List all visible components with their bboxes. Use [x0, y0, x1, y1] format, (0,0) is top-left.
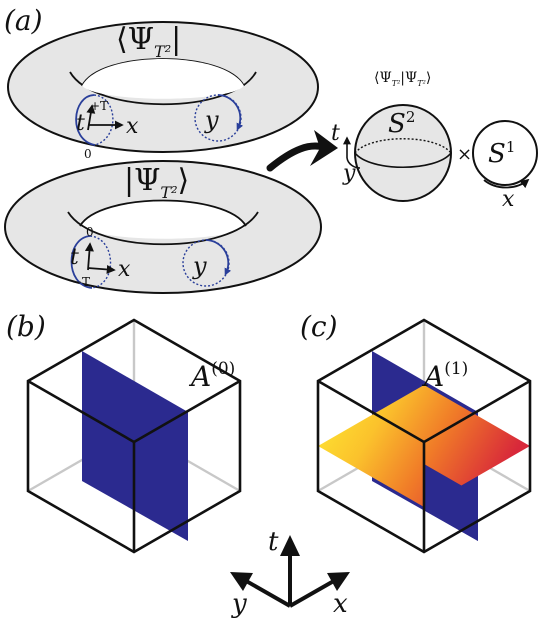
torus-top-hole-fill [82, 59, 244, 99]
sphere-equator-front [354, 152, 452, 168]
axis-y-head [230, 572, 253, 591]
map-arrow-head [310, 130, 338, 166]
axes-triad: t y x [230, 527, 350, 619]
cube-b: A(0) [26, 318, 242, 554]
torus-bottom-x-label: x [118, 257, 131, 282]
sphere-y-label: y [342, 161, 356, 186]
torus-bottom-t-label: t [70, 245, 79, 270]
axis-t-label: t [268, 527, 279, 557]
axis-x-arrow [289, 576, 340, 608]
torus-top-y-loop-solid [217, 94, 244, 131]
sphere-y-arrow [346, 157, 361, 169]
torus-bottom-t-loop-solid [70, 235, 93, 289]
circle-x-label: x [502, 187, 515, 212]
torus-bottom-hole-lower [67, 211, 259, 246]
torus-bottom: |ΨT²⟩ t −T 0 x y [4, 160, 322, 294]
cube-c-edge-1 [317, 379, 425, 444]
cube-c-label: A(1) [421, 359, 468, 393]
sphere-equator-back [354, 138, 452, 154]
cube-b-edge-2 [133, 379, 241, 444]
torus-bottom-zero: 0 [86, 225, 94, 239]
axis-x-head [327, 572, 350, 591]
torus-bottom-hole-upper [79, 199, 247, 227]
torus-top-t-loop-solid [75, 94, 96, 146]
panel-label-a: (a) [4, 4, 43, 37]
panel-label-c: (c) [300, 310, 338, 343]
cube-c-plane-blue-front [424, 464, 478, 541]
sphere-t-label: t [331, 121, 340, 146]
torus-top-t-arrow [86, 104, 96, 131]
times-symbol: × [457, 144, 472, 165]
torus-bottom-minus-t: −T [72, 275, 90, 289]
overlap-label: ⟨ΨT²|ΨT²⟩ [374, 70, 431, 88]
torus-top-plus-t: +T [90, 99, 108, 113]
panel-label-b: (b) [6, 310, 46, 343]
sphere-label: S2 [388, 108, 415, 139]
axis-y-arrow [240, 576, 291, 608]
circle-s1 [472, 120, 538, 186]
circle-x-arrow [483, 178, 530, 189]
torus-bottom-ket: |ΨT²⟩ [124, 163, 189, 202]
torus-bottom-y-loop-solid [205, 239, 232, 276]
cube-c-edge-2 [423, 379, 531, 444]
axis-t-head [280, 535, 300, 556]
circle-label: S1 [488, 138, 515, 169]
cube-b-label: A(0) [188, 359, 235, 393]
torus-top-zero: 0 [84, 147, 92, 161]
axis-y-label: y [231, 589, 247, 619]
torus-top-y-label: y [204, 106, 219, 134]
torus-bottom-hole-fill [80, 200, 246, 239]
cube-b-edge-1 [27, 379, 135, 444]
torus-top-bra: ⟨ΨT²| [116, 22, 181, 61]
torus-bottom-t-arrow [84, 242, 94, 271]
cube-c: A(1) [316, 318, 532, 554]
axis-x-label: x [333, 589, 348, 619]
torus-bottom-x-arrow [87, 264, 116, 274]
torus-top: ⟨ΨT²| t +T 0 x y [7, 21, 319, 161]
torus-top-t-label: t [76, 111, 85, 136]
torus-bottom-y-label: y [192, 252, 207, 280]
torus-top-x-label: x [126, 114, 139, 139]
torus-top-t-loop-dotted [93, 94, 114, 146]
